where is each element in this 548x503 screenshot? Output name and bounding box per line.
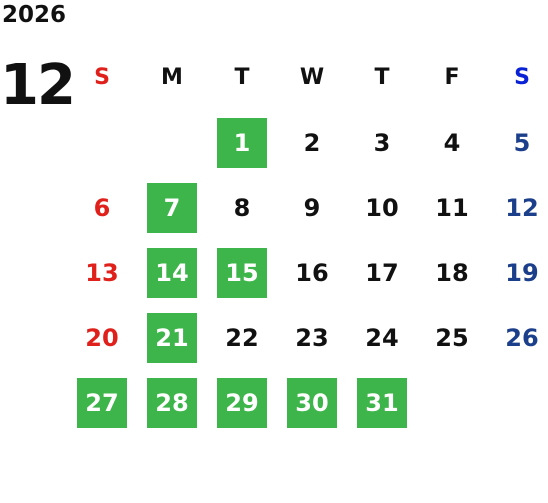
day-cell-highlighted[interactable]: 7: [137, 175, 207, 240]
weekday-header: S: [514, 65, 530, 90]
day-number: 14: [147, 247, 197, 298]
day-cell[interactable]: 20: [67, 305, 137, 370]
day-cell[interactable]: 8: [207, 175, 277, 240]
day-number: 15: [217, 247, 267, 298]
day-number: 4: [443, 128, 461, 157]
empty-cell: [417, 370, 487, 435]
day-number: 3: [373, 128, 391, 157]
day-cell[interactable]: 2: [277, 110, 347, 175]
day-number: 2: [303, 128, 321, 157]
month-label: 12: [0, 53, 76, 118]
weekday-header: S: [94, 65, 110, 90]
day-number: 5: [513, 128, 531, 157]
day-number: 25: [435, 323, 469, 352]
day-number: 27: [77, 377, 127, 428]
weekday-header: M: [161, 65, 183, 90]
day-cell-highlighted[interactable]: 28: [137, 370, 207, 435]
day-cell-highlighted[interactable]: 1: [207, 110, 277, 175]
day-number: 20: [85, 323, 119, 352]
day-number: 1: [217, 117, 267, 168]
day-number: 6: [93, 193, 111, 222]
day-number: 31: [357, 377, 407, 428]
day-number: [77, 118, 127, 168]
weekday-header: F: [444, 65, 460, 90]
day-number: 16: [295, 258, 329, 287]
day-cell[interactable]: 25: [417, 305, 487, 370]
year-label: 2026: [2, 2, 67, 28]
day-cell[interactable]: 18: [417, 240, 487, 305]
day-cell[interactable]: 6: [67, 175, 137, 240]
day-cell-highlighted[interactable]: 15: [207, 240, 277, 305]
day-cell-highlighted[interactable]: 30: [277, 370, 347, 435]
empty-cell: [67, 110, 137, 175]
day-cell[interactable]: 9: [277, 175, 347, 240]
weekday-header: T: [374, 65, 390, 90]
day-cell[interactable]: 17: [347, 240, 417, 305]
day-cell[interactable]: 19: [487, 240, 548, 305]
day-number: 17: [365, 258, 399, 287]
day-number: 22: [225, 323, 259, 352]
day-cell[interactable]: 16: [277, 240, 347, 305]
weekday-header: T: [234, 65, 250, 90]
day-number: 23: [295, 323, 329, 352]
day-number: 29: [217, 377, 267, 428]
empty-cell: [137, 110, 207, 175]
day-number: 21: [147, 312, 197, 363]
day-cell[interactable]: 24: [347, 305, 417, 370]
day-cell[interactable]: 10: [347, 175, 417, 240]
day-number: 8: [233, 193, 251, 222]
day-cell[interactable]: 3: [347, 110, 417, 175]
day-cell-highlighted[interactable]: 14: [137, 240, 207, 305]
day-number: 13: [85, 258, 119, 287]
day-cell[interactable]: 23: [277, 305, 347, 370]
day-number: [147, 118, 197, 168]
day-number: [427, 378, 477, 428]
day-cell[interactable]: 22: [207, 305, 277, 370]
day-cell-highlighted[interactable]: 21: [137, 305, 207, 370]
day-cell-highlighted[interactable]: 31: [347, 370, 417, 435]
day-number: 30: [287, 377, 337, 428]
day-number: 24: [365, 323, 399, 352]
day-cell[interactable]: 11: [417, 175, 487, 240]
day-number: 12: [505, 193, 539, 222]
day-number: 7: [147, 182, 197, 233]
day-cell[interactable]: 5: [487, 110, 548, 175]
day-cell[interactable]: 12: [487, 175, 548, 240]
day-cell-highlighted[interactable]: 27: [67, 370, 137, 435]
day-number: [497, 378, 547, 428]
day-number: 10: [365, 193, 399, 222]
day-number: 28: [147, 377, 197, 428]
day-cell[interactable]: 26: [487, 305, 548, 370]
day-number: 9: [303, 193, 321, 222]
day-number: 19: [505, 258, 539, 287]
day-cell[interactable]: 13: [67, 240, 137, 305]
empty-cell: [487, 370, 548, 435]
day-cell[interactable]: 4: [417, 110, 487, 175]
day-number: 11: [435, 193, 469, 222]
day-number: 18: [435, 258, 469, 287]
day-number: 26: [505, 323, 539, 352]
weekday-header: W: [299, 65, 325, 90]
day-cell-highlighted[interactable]: 29: [207, 370, 277, 435]
